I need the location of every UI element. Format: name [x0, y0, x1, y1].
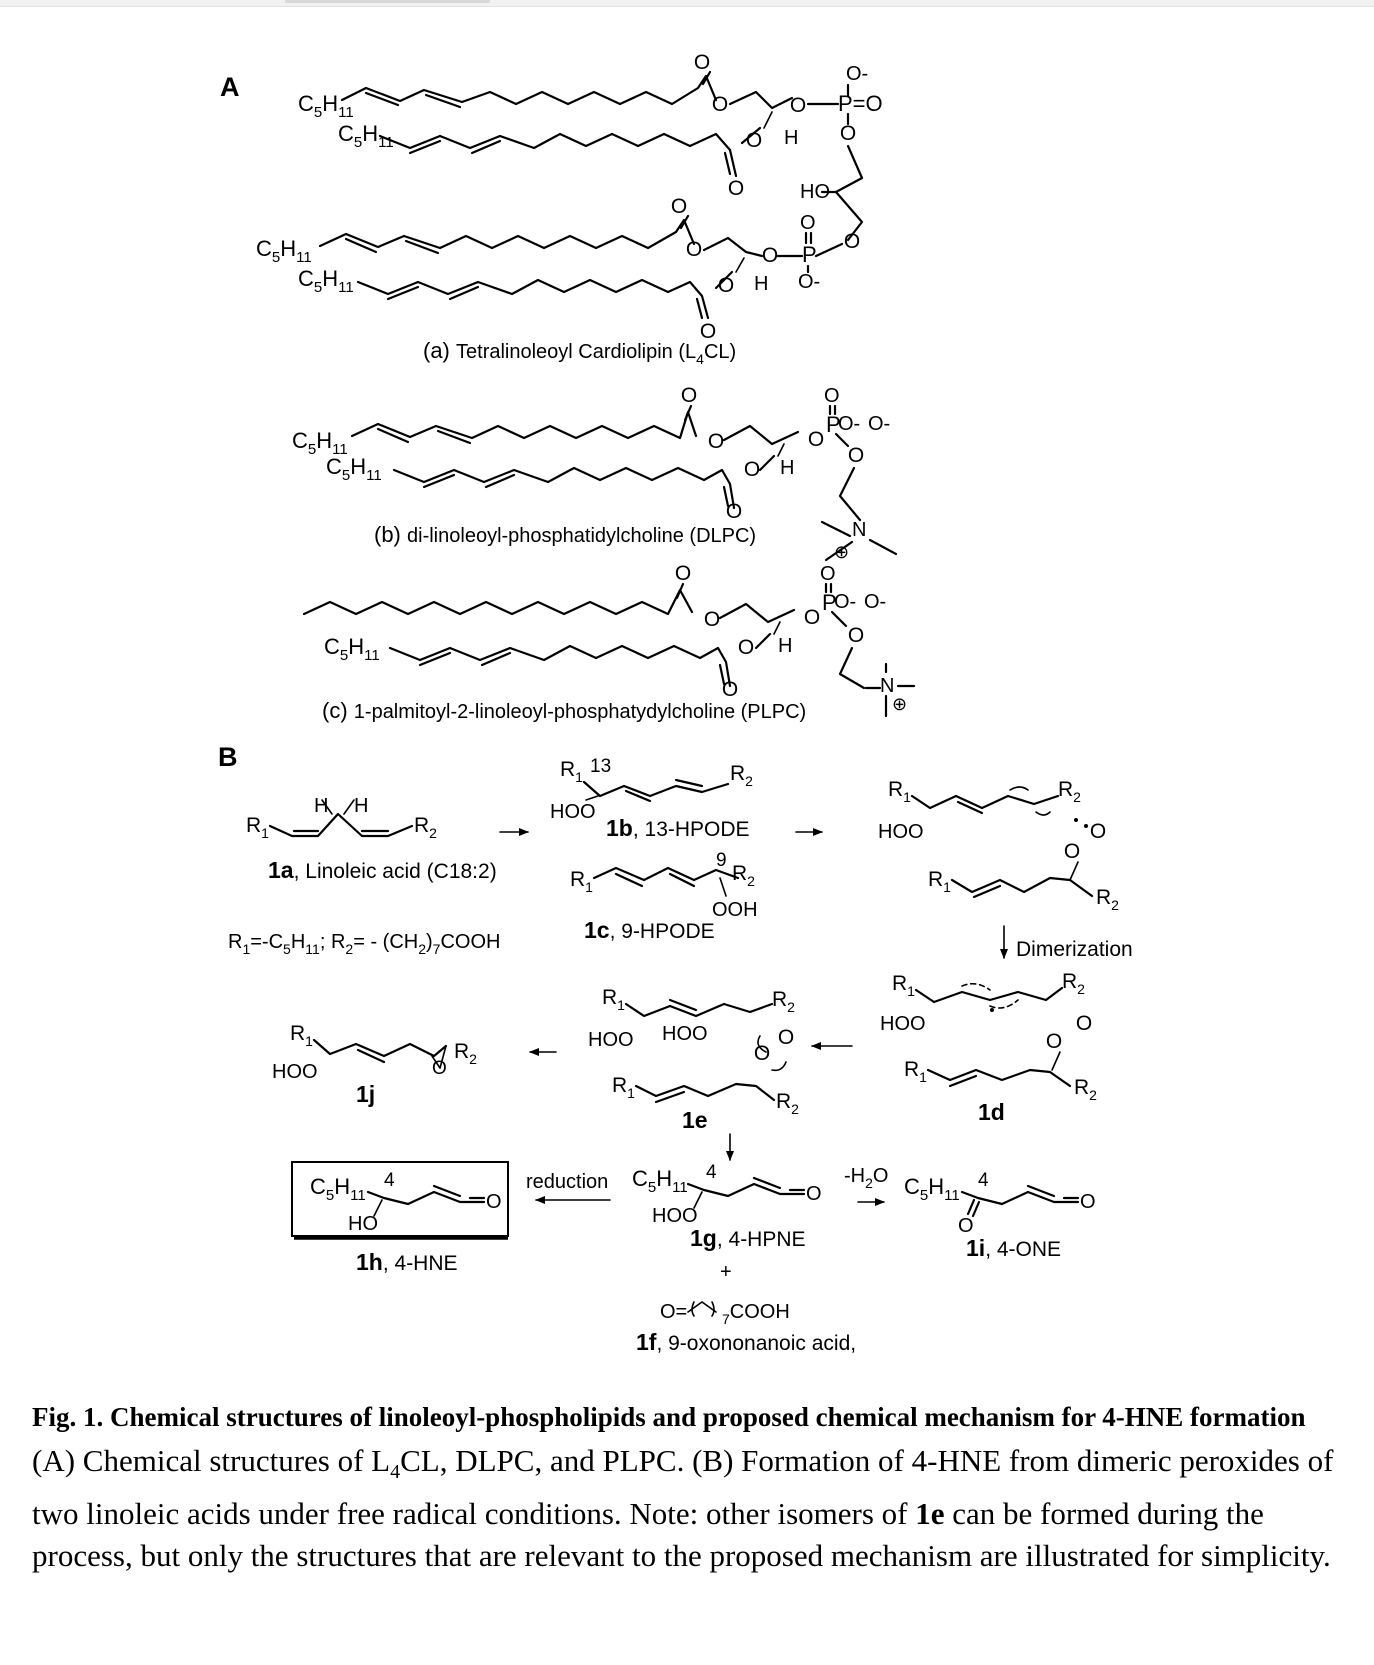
label-1i: 1i, 4-ONE [966, 1235, 1061, 1261]
structure-cardiolipin: P=O O- H HO P O O- [256, 51, 883, 343]
svg-text:4: 4 [706, 1162, 717, 1183]
svg-text:O-: O- [834, 591, 856, 613]
svg-text:P=O: P=O [838, 91, 883, 116]
step-minus-water: -H2O [844, 1165, 888, 1191]
svg-text:P: P [802, 242, 817, 267]
structure-1i-4-one: 4 O O [904, 1170, 1096, 1237]
svg-text:⊕: ⊕ [892, 694, 907, 714]
svg-text:H: H [780, 457, 794, 479]
structure-1j: O HOO [272, 1022, 478, 1083]
structure-1c-9-hpode: 9 OOH [570, 850, 758, 921]
svg-text:O: O [486, 1191, 502, 1213]
svg-text:H: H [754, 273, 768, 295]
svg-text:HOO: HOO [272, 1061, 318, 1083]
svg-text:OOH: OOH [712, 899, 758, 921]
svg-text:O-: O- [838, 413, 860, 435]
svg-text:O-: O- [846, 63, 868, 85]
label-compound-a: (a) Tetralinoleoyl Cardiolipin (L4CL) [423, 338, 736, 367]
panel-label-a: A [220, 72, 240, 102]
svg-text:4: 4 [978, 1170, 989, 1191]
figure-chemical-structures: C5H11 R1 R2 O A P=O O- [218, 51, 1133, 1355]
label-1b: 1b, 13-HPODE [606, 815, 750, 841]
svg-text:HOO: HOO [550, 801, 596, 823]
label-1e: 1e [682, 1107, 708, 1133]
svg-text:O: O [800, 212, 816, 234]
structure-plpc: P O- O- O N ⊕ H [302, 562, 916, 718]
svg-text:O: O [1080, 1191, 1096, 1213]
panel-label-b: B [218, 742, 238, 772]
svg-text:H: H [314, 795, 328, 817]
label-compound-c: (c) 1-palmitoyl-2-linoleoyl-phosphatydyl… [322, 698, 806, 723]
structure-1d: HOO [880, 970, 1098, 1103]
structure-dlpc: P O- O- O N ⊕ H [292, 384, 898, 562]
caption-body: (A) Chemical structures of L4CL, DLPC, a… [32, 1443, 1334, 1574]
svg-text:HO: HO [800, 181, 830, 203]
svg-text:H: H [354, 795, 368, 817]
svg-text:P: P [826, 412, 841, 437]
tab-handle[interactable] [285, 0, 490, 3]
svg-text:4: 4 [384, 1170, 395, 1191]
structure-peroxyl-dimer: HOO [878, 778, 1120, 913]
label-1g: 1g, 4-HPNE [690, 1225, 806, 1251]
structure-1e: HOO HOO [588, 986, 800, 1117]
structure-1f: O= 7COOH [660, 1301, 790, 1327]
svg-text:H: H [778, 635, 792, 657]
label-1c: 1c, 9-HPODE [584, 917, 715, 943]
svg-text:O-: O- [868, 413, 890, 435]
step-dimerization: Dimerization [1016, 938, 1133, 961]
svg-text:9: 9 [716, 850, 727, 871]
svg-text:⊕: ⊕ [834, 542, 849, 562]
step-reduction: reduction [526, 1171, 608, 1193]
svg-text:O: O [806, 1183, 822, 1205]
svg-text:N: N [880, 675, 894, 697]
r-group-definition: R1=-C5H11; R2= - (CH2)7COOH [228, 931, 500, 957]
svg-text:7COOH: 7COOH [722, 1301, 790, 1327]
svg-text:N: N [852, 519, 866, 541]
svg-text:H: H [784, 127, 798, 149]
window-top-bar [0, 0, 1374, 7]
structure-1b-13-hpode: 13 HOO [550, 756, 754, 823]
svg-text:HOO: HOO [588, 1029, 634, 1051]
svg-text:HOO: HOO [878, 821, 924, 843]
figure-caption: Fig. 1. Chemical structures of linoleoyl… [32, 1400, 1342, 1577]
svg-text:O=: O= [660, 1301, 687, 1323]
plus-sign: + [720, 1261, 732, 1283]
svg-text:O-: O- [798, 271, 820, 293]
label-compound-b: (b) di-linoleoyl-phosphatidylcholine (DL… [374, 522, 756, 547]
svg-text:O: O [432, 1058, 447, 1079]
label-1a: 1a, Linoleic acid (C18:2) [268, 857, 497, 883]
structure-1g-4-hpne: 4 O HOO [632, 1162, 822, 1227]
svg-text:HOO: HOO [880, 1013, 926, 1035]
structure-1a-linoleic-acid: H H [246, 795, 438, 841]
svg-text:13: 13 [590, 756, 611, 777]
svg-text:HOO: HOO [652, 1205, 698, 1227]
label-1d: 1d [978, 1099, 1005, 1125]
svg-text:O: O [958, 1215, 974, 1237]
box-1h-4-hne [291, 1161, 509, 1237]
caption-title: Fig. 1. Chemical structures of linoleoyl… [32, 1402, 1306, 1432]
svg-text:O: O [820, 563, 836, 585]
label-1h: 1h, 4-HNE [356, 1249, 458, 1275]
svg-text:O-: O- [864, 591, 886, 613]
structure-1h-4-hne: 4 O HO [310, 1170, 502, 1235]
svg-text:O: O [824, 385, 840, 407]
svg-text:HO: HO [348, 1213, 378, 1235]
svg-text:HOO: HOO [662, 1023, 708, 1045]
label-1j: 1j [356, 1081, 375, 1107]
svg-text:P: P [822, 590, 837, 615]
label-1f: 1f, 9-oxononanoic acid, [636, 1329, 856, 1355]
